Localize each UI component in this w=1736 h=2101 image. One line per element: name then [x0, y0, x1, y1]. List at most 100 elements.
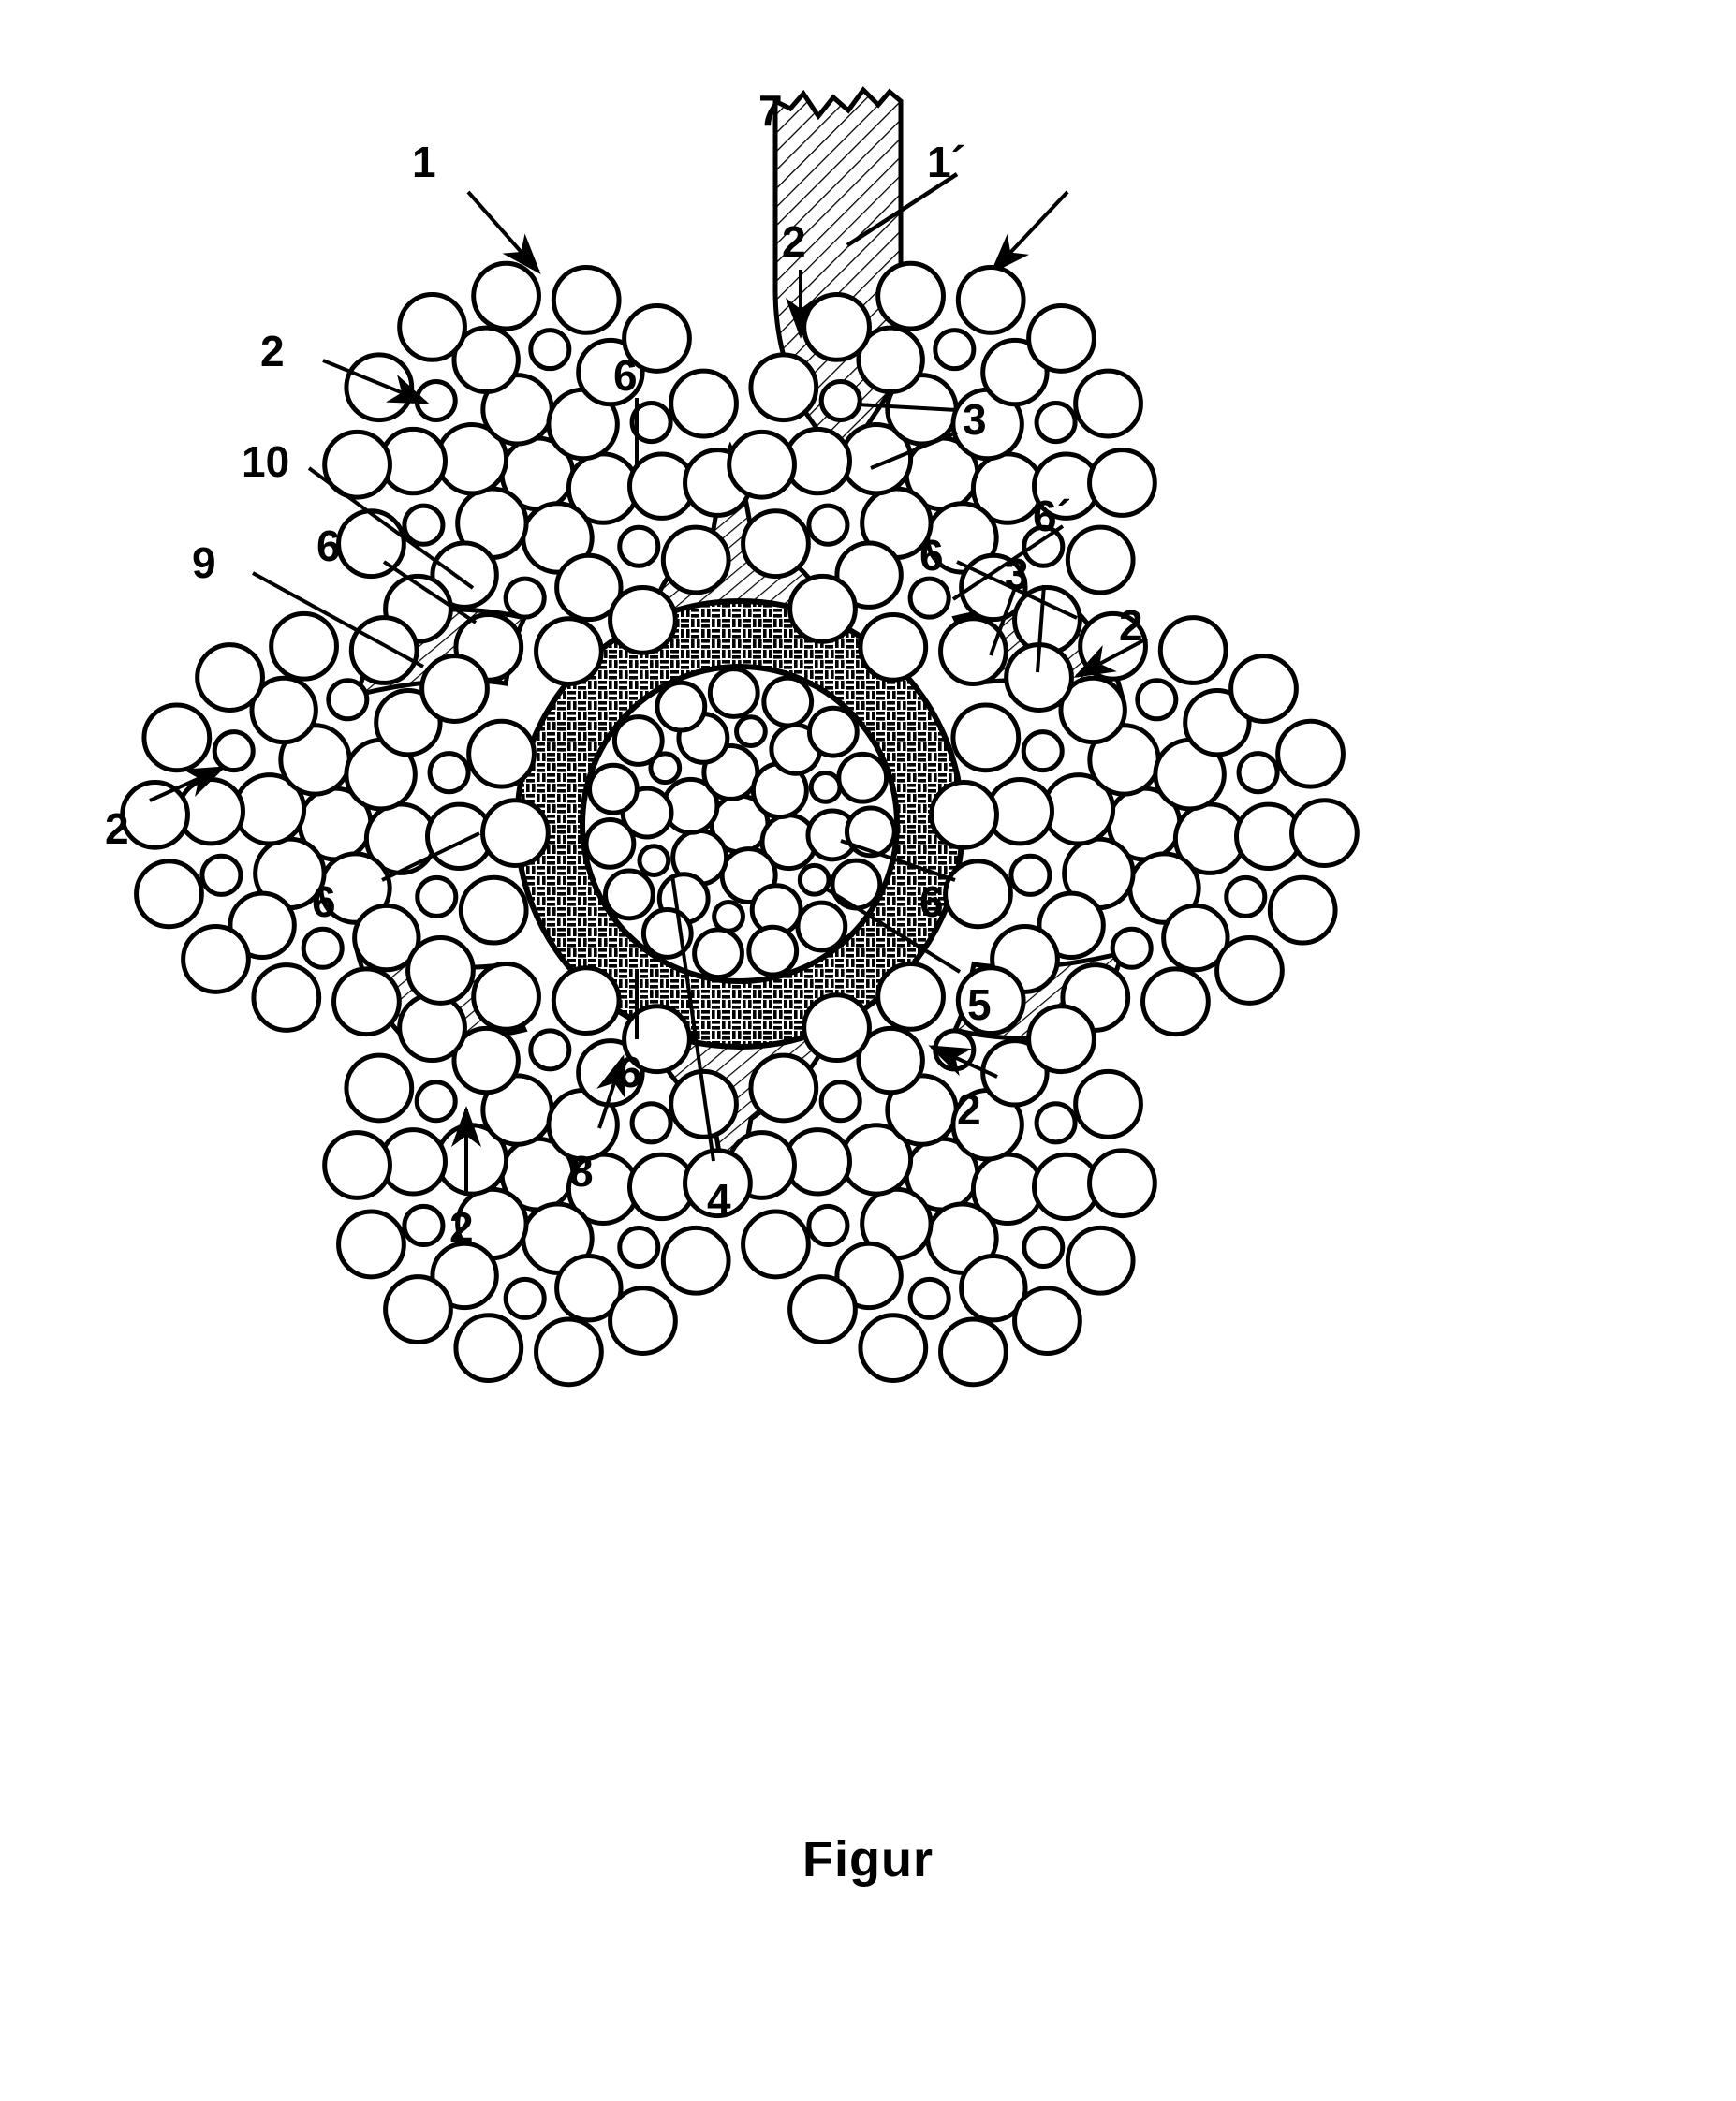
label-jacket-10: 10	[242, 437, 290, 486]
wire	[134, 859, 204, 930]
wire	[249, 675, 318, 745]
wire	[608, 1286, 678, 1356]
wire	[1034, 401, 1078, 445]
label-sheath-5: 5	[967, 980, 992, 1029]
wire	[1236, 751, 1280, 795]
wire	[746, 924, 800, 977]
wire	[907, 1276, 951, 1320]
wire	[480, 798, 551, 869]
wire	[834, 1241, 904, 1311]
wire	[1022, 524, 1066, 568]
rope-leader-1	[466, 190, 541, 274]
leader-6-ul	[382, 560, 478, 624]
wire	[1034, 1101, 1078, 1145]
outer-strands-group	[120, 260, 1360, 1388]
wire	[655, 680, 708, 733]
wire	[344, 352, 415, 423]
leader-2-br	[928, 1045, 998, 1079]
wire	[1026, 1004, 1096, 1075]
wire	[1058, 675, 1127, 745]
wire	[576, 337, 645, 407]
figure-caption: Figur	[802, 1831, 934, 1888]
leader-6prime	[951, 524, 1065, 601]
wire	[583, 816, 637, 870]
wire	[1110, 926, 1154, 970]
wire	[1073, 368, 1143, 439]
wire	[712, 900, 745, 933]
wire	[830, 858, 883, 911]
wire	[929, 779, 999, 850]
wire	[554, 552, 624, 623]
wire	[336, 1209, 406, 1280]
leader-6-ur	[956, 560, 1078, 620]
wire	[120, 779, 190, 850]
wire	[397, 992, 467, 1064]
wire	[950, 702, 1022, 773]
wire	[466, 718, 537, 789]
wire	[427, 751, 471, 795]
wire	[938, 616, 1008, 686]
wire	[415, 874, 459, 918]
wire	[419, 654, 490, 724]
wire	[787, 573, 858, 644]
wire	[907, 576, 951, 620]
leader-3-tr-a	[856, 403, 958, 412]
wire	[301, 926, 345, 970]
label-wire-3-tr: 3	[963, 395, 987, 444]
label-core-9: 9	[192, 538, 216, 587]
wire	[608, 584, 678, 655]
label-strand-2-r: 2	[1119, 601, 1143, 650]
wire	[637, 844, 671, 878]
wire	[1073, 1068, 1143, 1139]
wire	[858, 1313, 929, 1383]
wire	[669, 368, 739, 439]
core-wire-bundle-4	[583, 667, 897, 980]
wire	[834, 540, 904, 610]
wire	[629, 1101, 673, 1145]
leader-6-ll	[381, 831, 480, 882]
wire	[1267, 874, 1338, 946]
label-filler-6-bottom: 6	[618, 1048, 642, 1096]
wire	[402, 503, 446, 547]
wire	[808, 770, 843, 804]
label-rope-1-prime: 1´	[927, 138, 965, 186]
wire	[856, 325, 925, 394]
wire	[692, 927, 744, 980]
wire	[322, 429, 392, 500]
label-filler-6-ur: 6	[919, 531, 944, 580]
leader-lines-group	[149, 270, 1148, 1194]
wire	[980, 337, 1050, 407]
wire	[622, 303, 692, 374]
wire	[453, 1313, 524, 1383]
wire	[528, 328, 572, 372]
wire	[397, 292, 467, 362]
wire	[195, 642, 265, 713]
wire	[818, 378, 862, 423]
wire	[802, 992, 872, 1064]
wire	[748, 1052, 819, 1124]
wire	[534, 1316, 604, 1388]
wire	[1037, 890, 1106, 960]
leader-8	[596, 1054, 625, 1129]
wire	[352, 903, 421, 973]
wire	[1161, 903, 1230, 973]
wire	[856, 1025, 925, 1095]
wire	[683, 1148, 753, 1219]
wire	[344, 1052, 415, 1124]
wire	[269, 610, 339, 682]
wire	[458, 874, 529, 946]
outer-strand	[929, 610, 1360, 1037]
leader-6-lr	[840, 839, 956, 882]
leader-5	[822, 886, 962, 974]
wire	[1135, 678, 1179, 722]
wire	[943, 859, 1013, 930]
wire	[797, 862, 831, 897]
wire	[1021, 729, 1065, 773]
wire	[603, 868, 655, 921]
wire	[648, 751, 683, 786]
wire	[660, 1225, 731, 1296]
wire	[228, 890, 297, 960]
leader-2-l	[149, 766, 227, 802]
wire	[1228, 654, 1299, 724]
wire	[1275, 718, 1346, 789]
